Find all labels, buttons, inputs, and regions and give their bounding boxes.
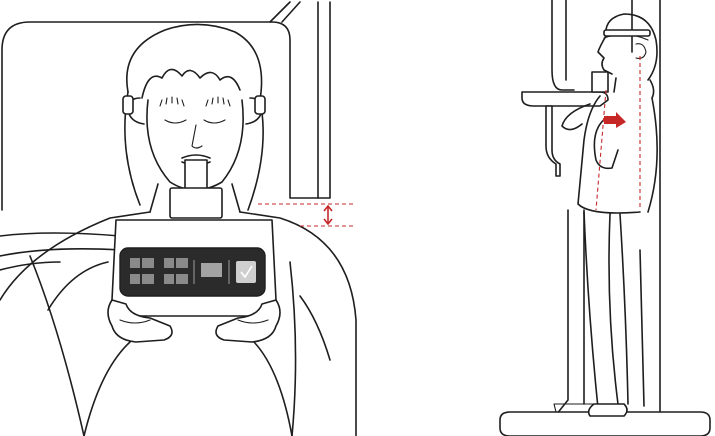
control-unit: [112, 220, 276, 316]
arrow-up-small-icon[interactable]: [130, 258, 140, 268]
arrow-down-small-icon[interactable]: [142, 274, 154, 284]
bite-block: [170, 160, 222, 218]
arrow-up-small-icon[interactable]: [164, 258, 174, 268]
arrow-down-small-icon[interactable]: [176, 274, 188, 284]
device-frame: [2, 2, 330, 210]
confirm-button[interactable]: [236, 261, 256, 283]
arrow-right-icon: [604, 112, 626, 128]
arrow-up-small-icon[interactable]: [142, 258, 154, 268]
arrow-down-small-icon[interactable]: [130, 274, 140, 284]
patient-hands: [84, 300, 292, 436]
arrow-down-small-icon[interactable]: [164, 274, 174, 284]
side-view-illustration: [500, 0, 710, 436]
display-window: [201, 263, 222, 277]
arrow-up-small-icon[interactable]: [176, 258, 188, 268]
